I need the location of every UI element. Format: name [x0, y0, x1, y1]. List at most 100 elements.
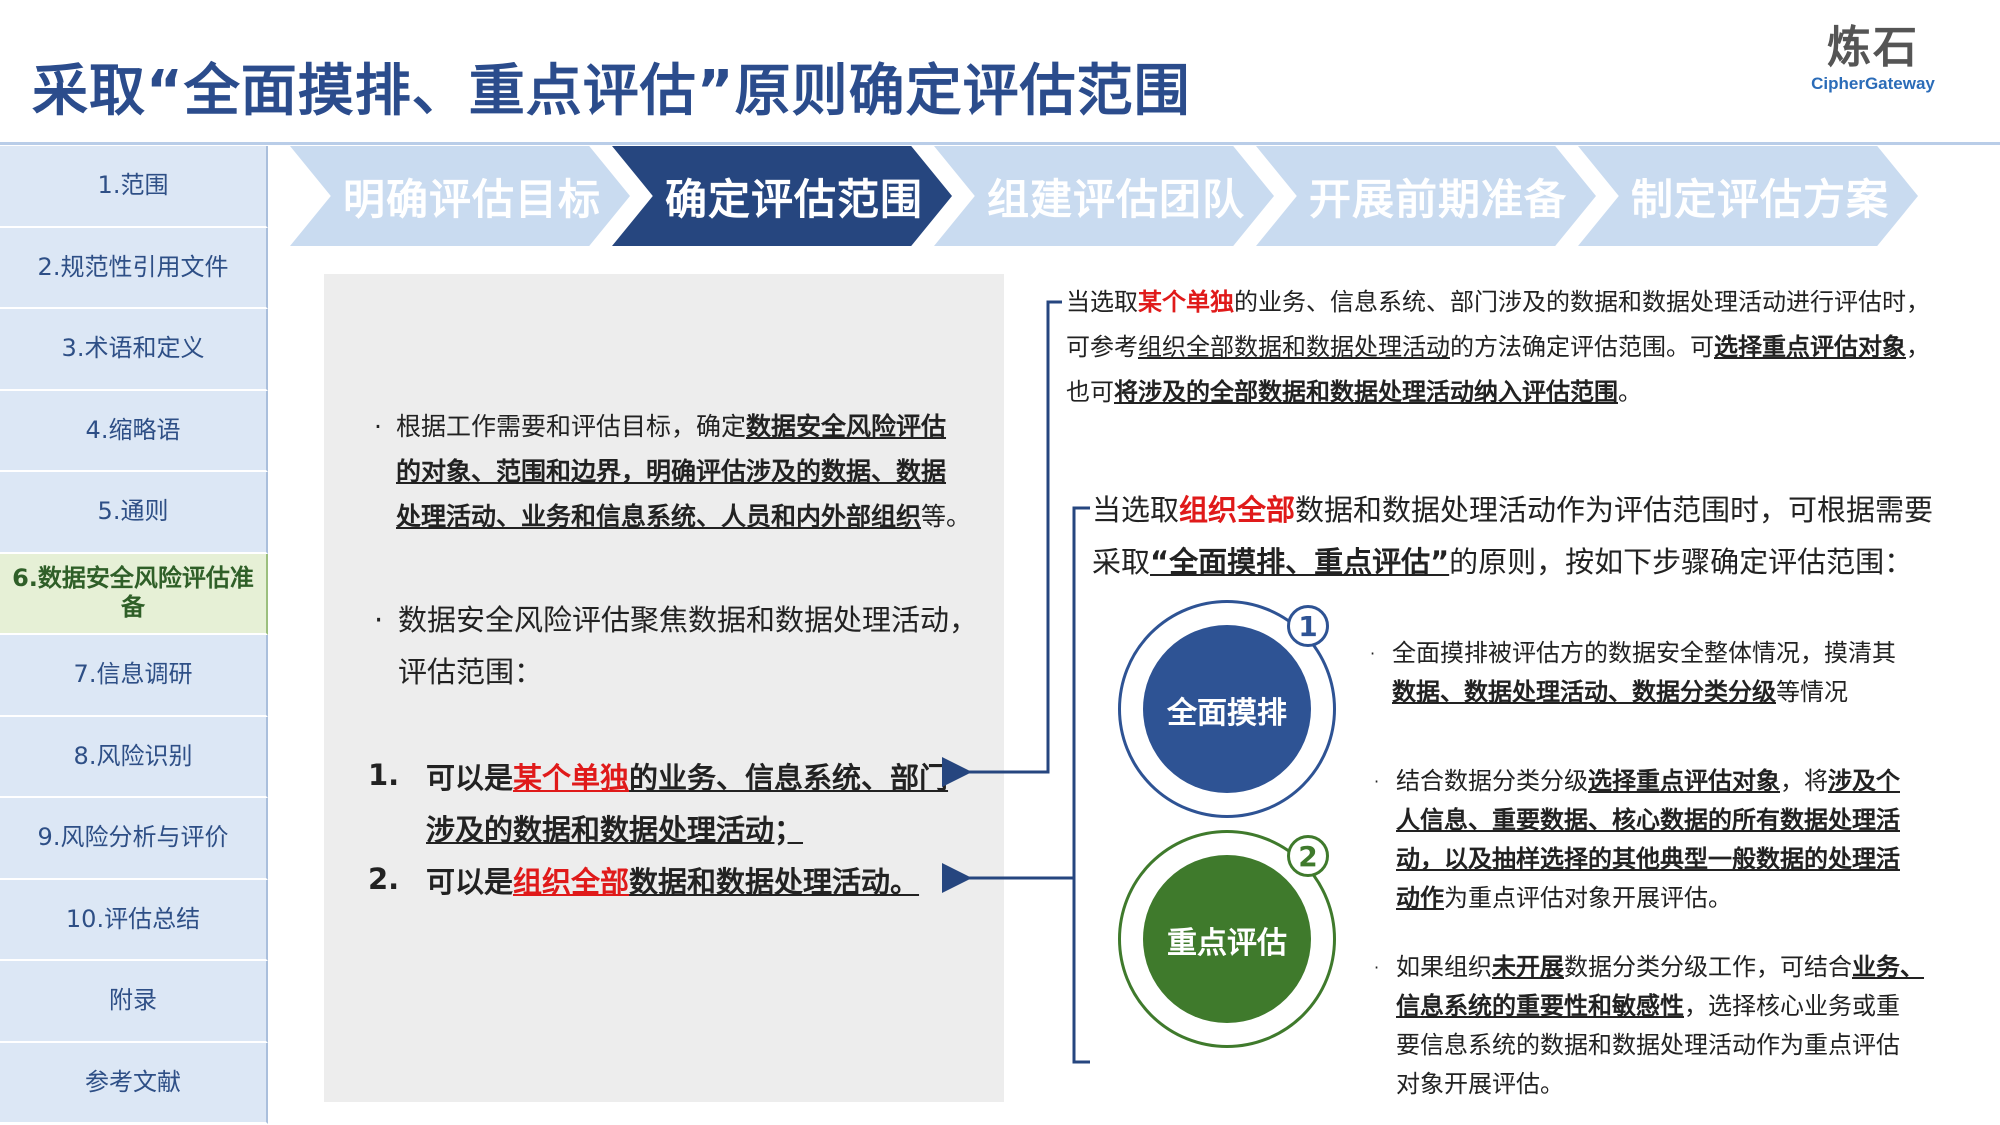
- sidebar-item-terms[interactable]: 3.术语和定义: [0, 309, 268, 391]
- underlined-text: 动作: [1396, 884, 1444, 912]
- bullet-dot: ·: [374, 412, 382, 441]
- key-assessment-label: 重点评估: [1167, 926, 1287, 961]
- text: 为重点评估对象开展评估。: [1444, 884, 1732, 912]
- sidebar-item-risk-analysis[interactable]: 9.风险分析与评价: [0, 798, 268, 880]
- logo-subtitle: CipherGateway: [1811, 74, 1935, 93]
- highlight-text: 某个单独: [513, 761, 630, 795]
- bullet-dot: ·: [1370, 644, 1376, 663]
- underlined-text: 的业务、信息系统、部门: [629, 761, 949, 795]
- comprehensive-survey-circle: [1143, 625, 1311, 793]
- key-object-bullet: · 结合数据分类分级选择重点评估对象，将涉及个 人信息、重要数据、核心数据的所有…: [1374, 762, 1994, 918]
- text: 也可: [1066, 378, 1114, 406]
- text: 。: [1618, 378, 1642, 406]
- logo-mark: 炼石: [1827, 22, 1919, 73]
- step-build-team[interactable]: 组建评估团队: [934, 146, 1274, 246]
- underlined-text: 数据安全风险评估: [746, 412, 947, 441]
- underlined-text: 组织全部数据和数据处理活动: [1138, 333, 1450, 361]
- sidebar-item-references[interactable]: 参考文献: [0, 1042, 268, 1124]
- sidebar-item-assessment-summary[interactable]: 10.评估总结: [0, 879, 268, 961]
- survey-bullet: · 全面摸排被评估方的数据安全整体情况，摸清其 数据、数据处理活动、数据分类分级…: [1370, 634, 1990, 712]
- text: ，: [1906, 333, 1930, 361]
- underlined-text: 的对象、范围和边界，明确评估涉及的数据、数据: [396, 457, 947, 486]
- text: 数据安全风险评估聚焦数据和数据处理活动，: [398, 603, 979, 637]
- scope-option-2: 可以是组织全部数据和数据处理活动。: [426, 856, 986, 908]
- sidebar-nav: 1.范围 2.规范性引用文件 3.术语和定义 4.缩略语 5.通则 6.数据安全…: [0, 146, 268, 1125]
- underlined-text: “全面摸排、重点评估”: [1150, 545, 1450, 579]
- text: 结合数据分类分级: [1396, 767, 1588, 795]
- underlined-text: 选择重点评估对象: [1588, 767, 1780, 795]
- highlight-text: 组织全部: [513, 865, 630, 899]
- bullet-dot: ·: [374, 603, 384, 637]
- scope-option-1: 可以是某个单独的业务、信息系统、部门 涉及的数据和数据处理活动；: [426, 752, 986, 856]
- text: 等。: [921, 502, 972, 531]
- text: 等情况: [1776, 678, 1848, 706]
- scope-paragraph-2: · 数据安全风险评估聚焦数据和数据处理活动， 评估范围：: [374, 594, 994, 698]
- text: 当选取: [1092, 493, 1180, 527]
- text: 对象开展评估。: [1396, 1070, 1564, 1098]
- text: 数据和数据处理活动作为评估范围时，可根据需要: [1295, 493, 1934, 527]
- brand-logo: 炼石 CipherGateway: [1798, 26, 1948, 94]
- text: 当选取: [1066, 288, 1138, 316]
- highlight-text: 组织全部: [1179, 493, 1296, 527]
- step-badge-1: 1: [1287, 605, 1329, 647]
- highlight-text: 某个单独: [1138, 288, 1234, 316]
- underlined-text: 涉及的数据和数据处理活动；: [426, 813, 804, 847]
- underlined-text: 处理活动、业务和信息系统、人员和内外部组织: [396, 502, 922, 531]
- text: ，将: [1780, 767, 1828, 795]
- key-assessment-ring: [1118, 830, 1336, 1048]
- underlined-text: 动，以及抽样选择的其他典型一般数据的处理活: [1396, 845, 1900, 873]
- text: 可以是: [426, 761, 514, 795]
- list-number-1: 1.: [368, 758, 400, 792]
- text: 数据分类分级工作，可结合: [1564, 953, 1852, 981]
- bullet-dot: ·: [1374, 772, 1380, 791]
- bullet-dot: ·: [1374, 958, 1380, 977]
- key-assessment-circle: [1143, 855, 1311, 1023]
- text: ，选择核心业务或重: [1684, 992, 1900, 1020]
- list-number-2: 2.: [368, 862, 400, 896]
- step-badge-2: 2: [1287, 835, 1329, 877]
- text: 采取: [1092, 545, 1151, 579]
- sidebar-item-appendix[interactable]: 附录: [0, 961, 268, 1043]
- text: 的业务、信息系统、部门涉及的数据和数据处理活动进行评估时，: [1234, 288, 1930, 316]
- sidebar-item-scope[interactable]: 1.范围: [0, 146, 268, 228]
- sidebar-item-normative-references[interactable]: 2.规范性引用文件: [0, 227, 268, 309]
- comprehensive-survey-label: 全面摸排: [1167, 696, 1287, 731]
- text: 全面摸排被评估方的数据安全整体情况，摸清其: [1392, 639, 1896, 667]
- step-define-scope[interactable]: 确定评估范围: [612, 146, 952, 246]
- text: 要信息系统的数据和数据处理活动作为重点评估: [1396, 1031, 1900, 1059]
- step-define-objectives[interactable]: 明确评估目标: [290, 146, 630, 246]
- text: 评估范围：: [398, 655, 544, 689]
- no-classification-bullet: · 如果组织未开展数据分类分级工作，可结合业务、 信息系统的重要性和敏感性，选择…: [1374, 948, 1994, 1104]
- text: 可以是: [426, 865, 514, 899]
- full-scope-explanation: 当选取组织全部数据和数据处理活动作为评估范围时，可根据需要 采取“全面摸排、重点…: [1092, 484, 1972, 588]
- scope-paragraph-1: · 根据工作需要和评估目标，确定数据安全风险评估 的对象、范围和边界，明确评估涉…: [374, 404, 974, 539]
- sidebar-item-general[interactable]: 5.通则: [0, 472, 268, 554]
- text: 可参考: [1066, 333, 1138, 361]
- scope-definition-panel: [324, 274, 1004, 1102]
- text: 的原则，按如下步骤确定评估范围：: [1449, 545, 1914, 579]
- underlined-text: 数据和数据处理活动。: [629, 865, 920, 899]
- step-assessment-plan[interactable]: 制定评估方案: [1578, 146, 1918, 246]
- underlined-text: 数据、数据处理活动、数据分类分级: [1392, 678, 1776, 706]
- text: 根据工作需要和评估目标，确定: [396, 412, 747, 441]
- underlined-text: 选择重点评估对象: [1714, 333, 1906, 361]
- text: 如果组织: [1396, 953, 1492, 981]
- sidebar-item-abbreviations[interactable]: 4.缩略语: [0, 390, 268, 472]
- underlined-text: 信息系统的重要性和敏感性: [1396, 992, 1684, 1020]
- text: 的方法确定评估范围。可: [1450, 333, 1714, 361]
- step-preparation[interactable]: 开展前期准备: [1256, 146, 1596, 246]
- page-title: 采取“全面摸排、重点评估”原则确定评估范围: [32, 59, 1191, 124]
- sidebar-item-risk-identification[interactable]: 8.风险识别: [0, 716, 268, 798]
- header-divider: [0, 142, 2000, 145]
- sidebar-item-information-research[interactable]: 7.信息调研: [0, 635, 268, 717]
- process-steps: 明确评估目标 确定评估范围 组建评估团队 开展前期准备 制定评估方案: [290, 146, 2000, 246]
- underlined-text: 涉及个: [1828, 767, 1900, 795]
- underlined-text: 未开展: [1492, 953, 1564, 981]
- single-scope-explanation: 当选取某个单独的业务、信息系统、部门涉及的数据和数据处理活动进行评估时， 可参考…: [1066, 280, 1986, 415]
- comprehensive-survey-ring: [1118, 600, 1336, 818]
- underlined-text: 将涉及的全部数据和数据处理活动纳入评估范围: [1114, 378, 1618, 406]
- underlined-text: 业务、: [1852, 953, 1924, 981]
- sidebar-item-assessment-preparation[interactable]: 6.数据安全风险评估准备: [0, 553, 268, 635]
- underlined-text: 人信息、重要数据、核心数据的所有数据处理活: [1396, 806, 1900, 834]
